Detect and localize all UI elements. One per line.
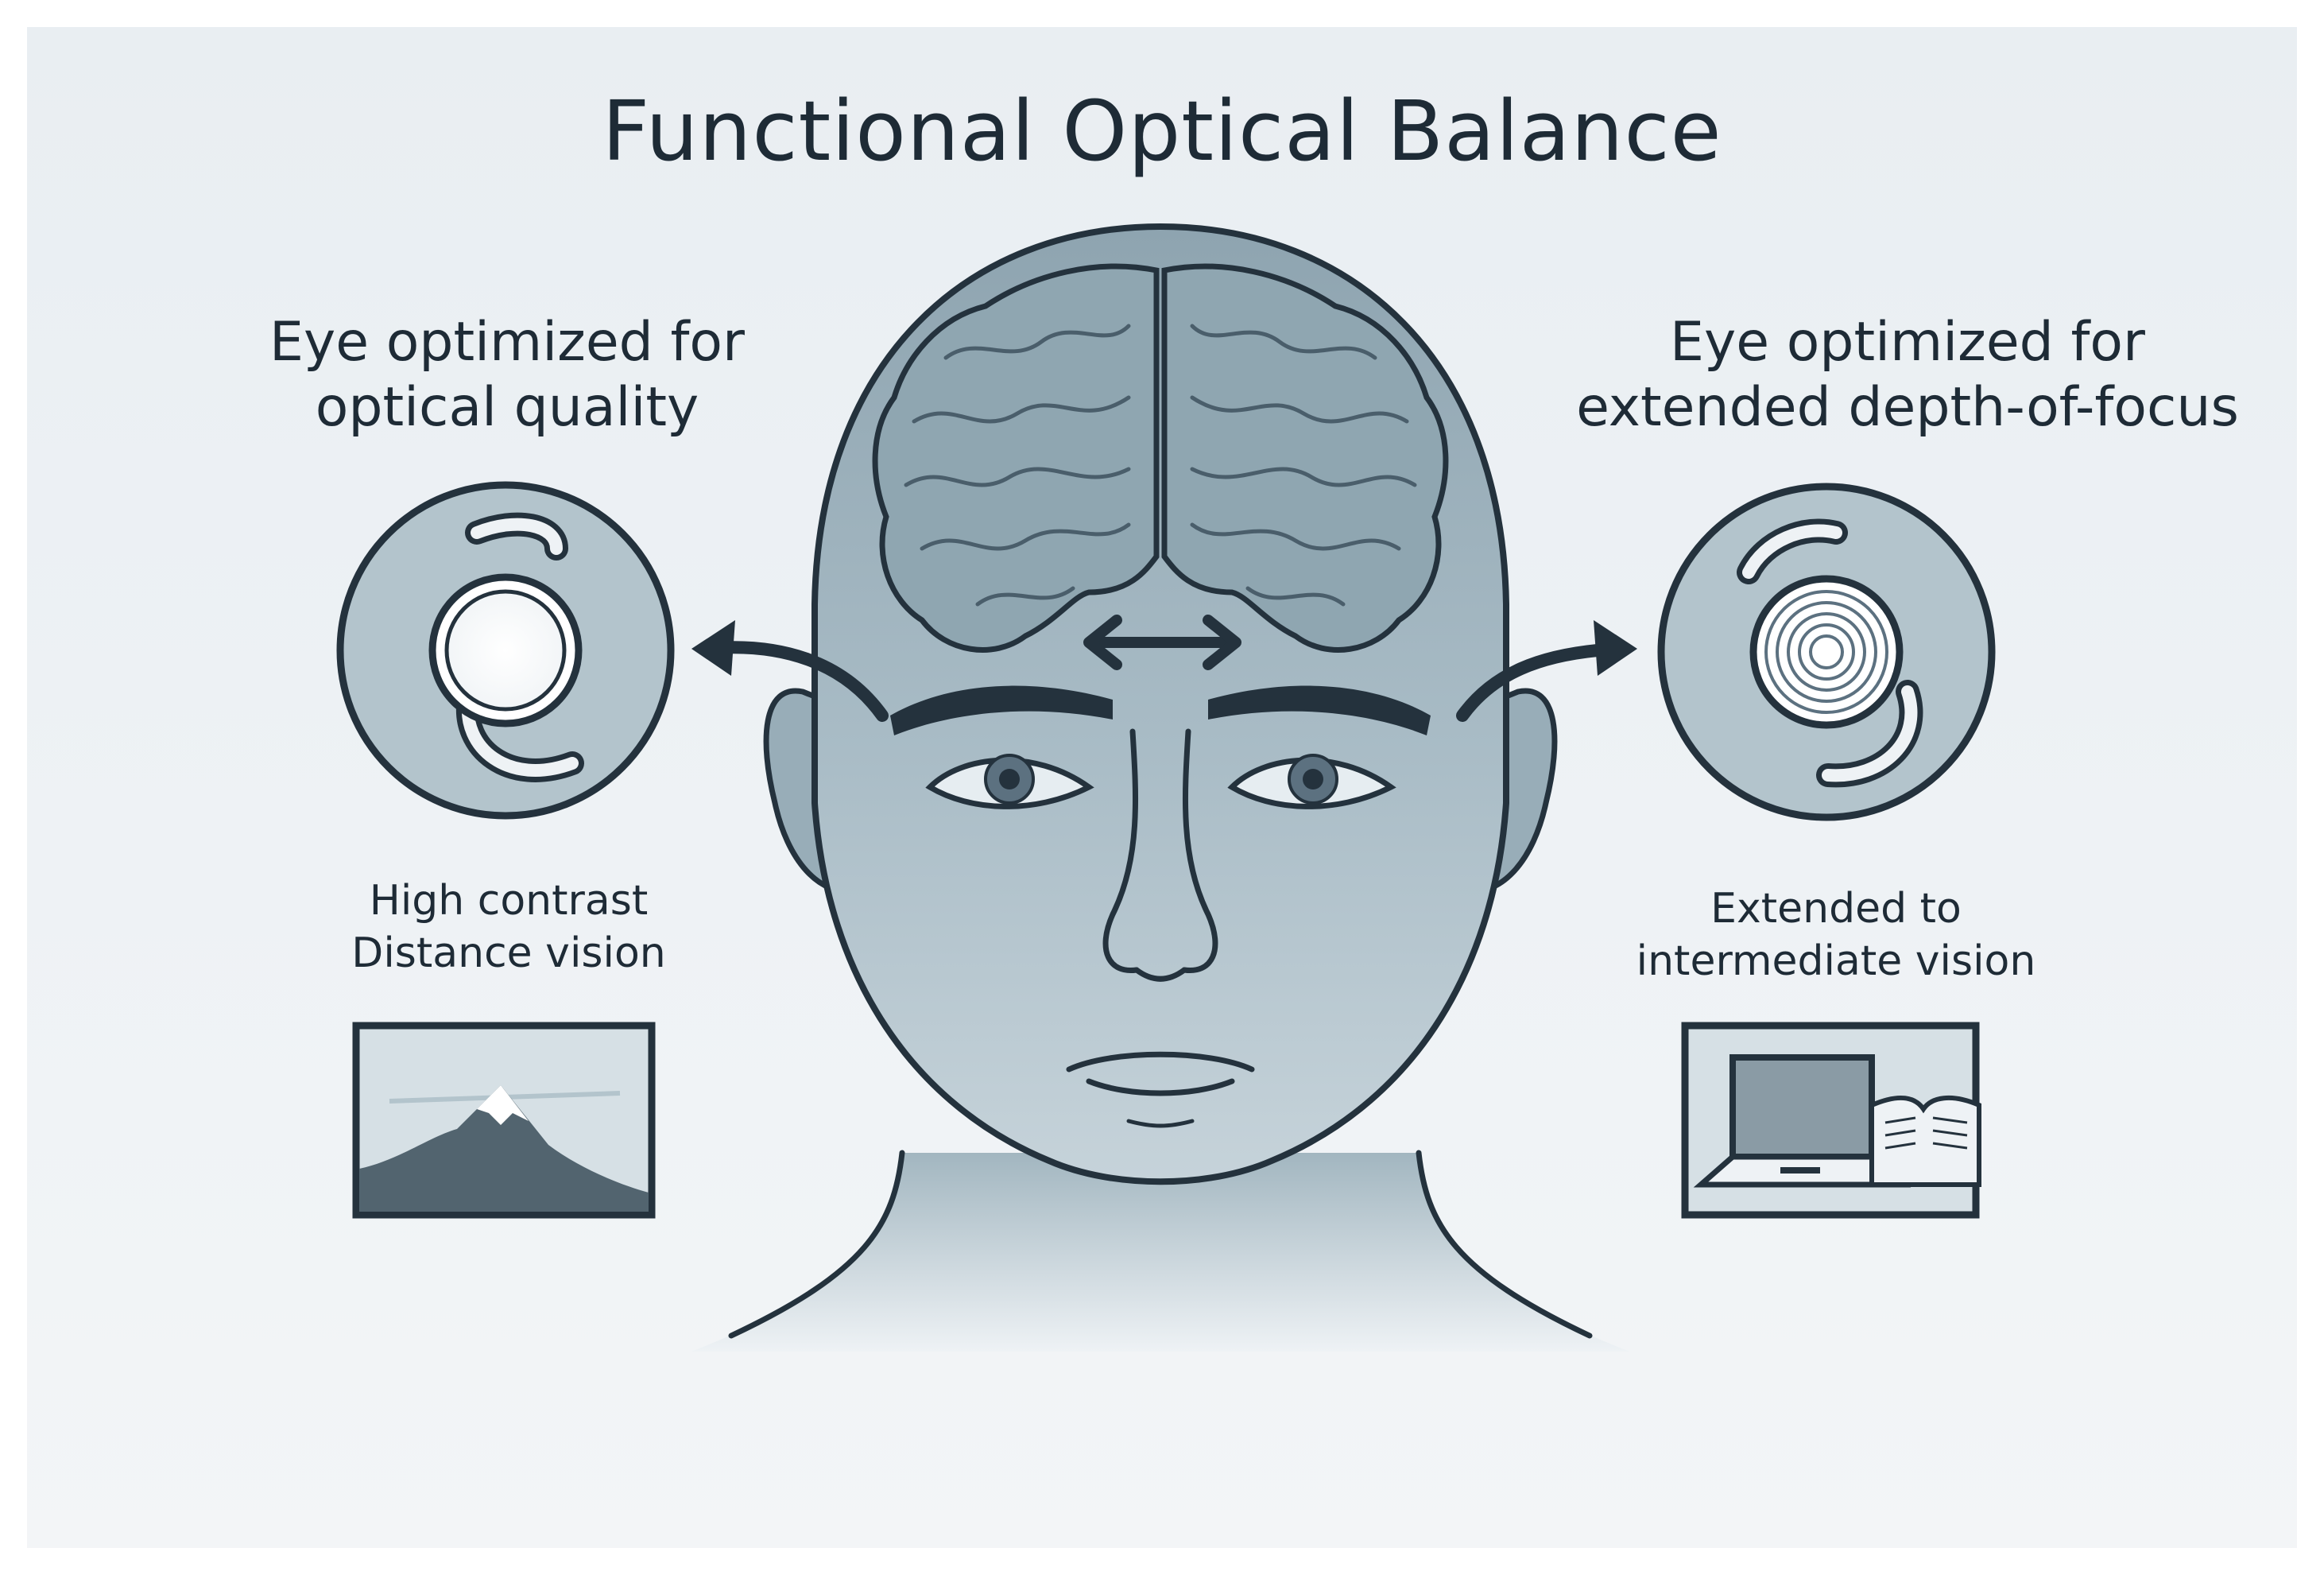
- left-eye-heading: Eye optimized for optical quality: [189, 310, 825, 440]
- laptop-and-book-icon: [1681, 1022, 1981, 1219]
- left-heading-line-2: optical quality: [315, 376, 699, 439]
- arrow-to-left-lens: [691, 620, 889, 722]
- double-arrow-icon: [1083, 615, 1241, 670]
- diagram-title: Functional Optical Balance: [602, 83, 1722, 180]
- left-caption: High contrast Distance vision: [262, 875, 755, 980]
- right-heading-line-2: extended depth-of-focus: [1576, 376, 2239, 439]
- left-caption-line-2: Distance vision: [351, 929, 666, 977]
- edof-lens-icon: [1657, 483, 1996, 821]
- right-eye-heading: Eye optimized for extended depth-of-focu…: [1510, 310, 2305, 440]
- eyes: [925, 754, 1396, 809]
- nose: [1102, 728, 1218, 982]
- left-heading-line-1: Eye optimized for: [269, 311, 745, 374]
- mountain-landscape-icon: [352, 1022, 656, 1219]
- eyebrows: [890, 685, 1431, 735]
- left-caption-line-1: High contrast: [369, 877, 649, 925]
- brain-icon: [872, 263, 1449, 653]
- arrow-to-right-lens: [1456, 620, 1637, 722]
- monofocal-lens-icon: [336, 481, 675, 820]
- mouth: [1066, 1051, 1255, 1128]
- right-caption-line-2: intermediate vision: [1636, 937, 2036, 985]
- right-caption-line-1: Extended to: [1710, 885, 1962, 933]
- neck-shoulders: [691, 1150, 1629, 1352]
- right-caption: Extended to intermediate vision: [1558, 883, 2114, 987]
- right-heading-line-1: Eye optimized for: [1670, 311, 2145, 374]
